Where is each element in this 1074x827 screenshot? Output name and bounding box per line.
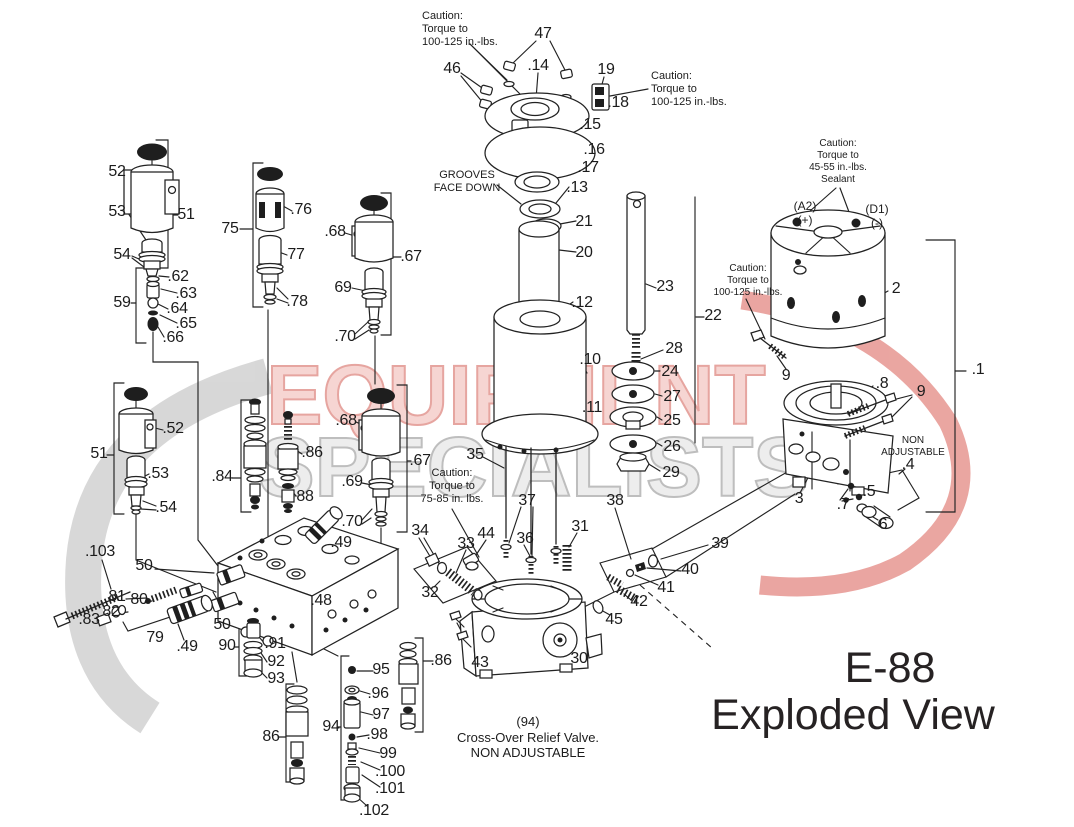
motor-cap-assembly — [478, 60, 610, 234]
cartridge-stack-84 — [243, 398, 267, 510]
stack-90-93 — [243, 618, 263, 678]
watermark-logo: EQUIPMENT SPECIALISTS — [65, 290, 971, 734]
valve-body-30 — [449, 578, 603, 679]
solenoid-67-70-upper — [351, 195, 394, 334]
electric-motor — [770, 209, 886, 349]
stack-86-center — [398, 641, 419, 730]
loose-hardware — [424, 545, 659, 614]
valve-75-78 — [255, 167, 285, 305]
coil-valve-lower-left — [118, 387, 157, 515]
coil-valve-upper-left — [123, 143, 180, 331]
manifold-fittings — [53, 506, 343, 628]
diagram-title: E-88 — [844, 644, 936, 692]
cylinder-ram-assembly — [481, 220, 599, 576]
manifold-block — [216, 517, 400, 657]
stack-86-bottom-left — [285, 685, 309, 785]
pump-base-assembly — [750, 329, 897, 530]
diagram-subtitle: Exploded View — [711, 691, 995, 739]
crossover-relief-valve-stack-94 — [343, 666, 361, 803]
solenoid-67-70-lower — [358, 388, 401, 527]
rod-washer-stack — [609, 191, 657, 472]
watermark-line2: SPECIALISTS — [259, 420, 810, 514]
routing-lines — [135, 196, 796, 683]
cartridge-stack-86-88 — [277, 411, 299, 513]
